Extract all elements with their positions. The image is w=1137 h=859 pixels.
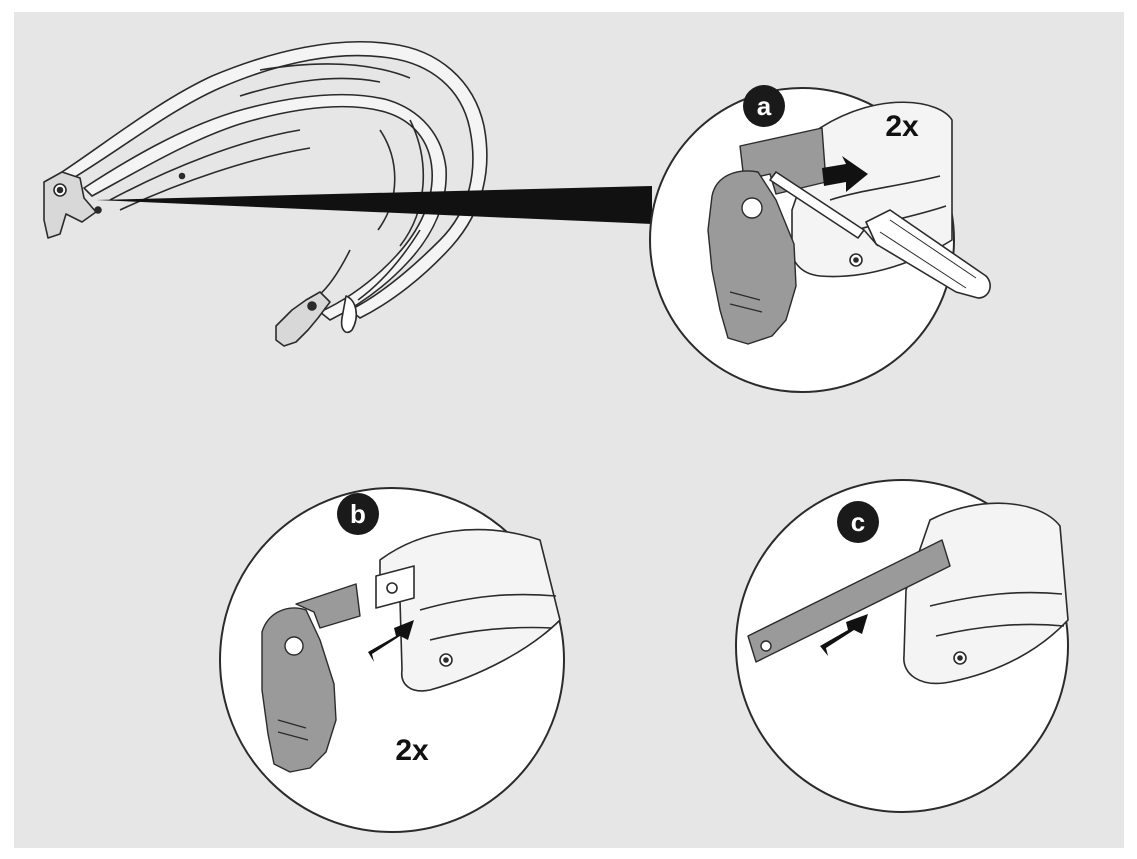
step-a-count-label: 2x (885, 110, 919, 143)
step-b-badge (337, 493, 379, 535)
step-b-badge-label: b (350, 499, 366, 529)
detail-a: a 2x (649, 85, 991, 393)
zoom-callout-wedge (96, 186, 652, 224)
detail-b-clip (261, 583, 361, 773)
step-a-badge-label: a (757, 91, 772, 121)
step-a-badge (743, 85, 785, 127)
pull-arrow-icon (820, 614, 868, 656)
headband-overview (43, 40, 488, 347)
detail-c: c (735, 479, 1069, 813)
step-c-badge (837, 501, 879, 543)
metal-strip (747, 539, 951, 663)
step-c-badge-label: c (851, 507, 865, 537)
push-arrow-icon (822, 156, 868, 192)
detail-b: b 2x (219, 487, 565, 833)
screwdriver-icon (769, 171, 991, 299)
detail-a-clip (707, 127, 827, 345)
pull-arrow-icon (368, 620, 414, 662)
step-b-count-label: 2x (395, 734, 429, 767)
